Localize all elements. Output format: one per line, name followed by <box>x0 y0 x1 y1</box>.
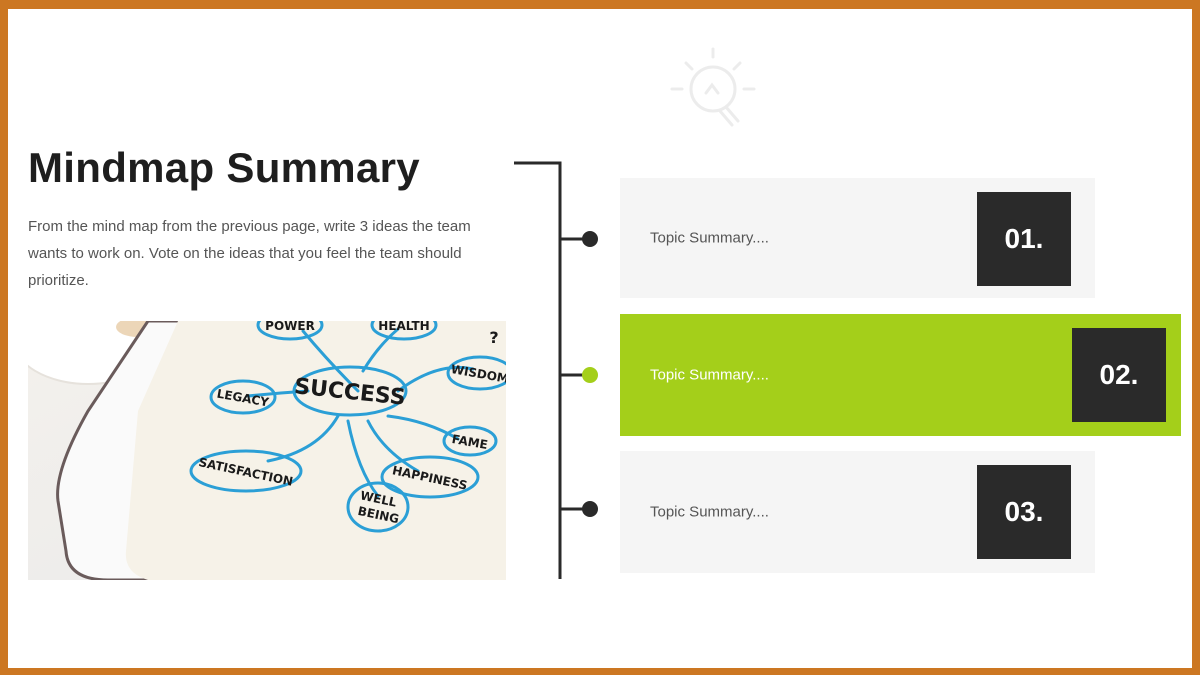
topic-number-badge: 01. <box>977 192 1071 286</box>
topic-label: Topic Summary.... <box>650 503 769 521</box>
lightbulb-icon <box>670 47 756 127</box>
svg-text:HEALTH: HEALTH <box>378 321 429 333</box>
svg-text:FAME: FAME <box>451 432 489 452</box>
timeline-connector <box>514 161 598 579</box>
topic-label: Topic Summary.... <box>650 366 769 384</box>
page-title: Mindmap Summary <box>28 144 420 191</box>
svg-text:?: ? <box>489 328 498 347</box>
topic-card-1[interactable]: Topic Summary.... 01. <box>620 178 1095 298</box>
slide-description: From the mind map from the previous page… <box>28 218 471 289</box>
svg-text:POWER: POWER <box>265 321 315 333</box>
topic-label: Topic Summary.... <box>650 229 769 247</box>
topic-card-2[interactable]: Topic Summary.... 02. <box>620 314 1181 436</box>
topic-card-3[interactable]: Topic Summary.... 03. <box>620 451 1095 573</box>
topic-number-badge: 03. <box>977 465 1071 559</box>
topic-number-badge: 02. <box>1072 328 1166 422</box>
mindmap-photo: SUCCESS POWER HEALTH WISDOM LEGACY FAME … <box>28 321 506 580</box>
